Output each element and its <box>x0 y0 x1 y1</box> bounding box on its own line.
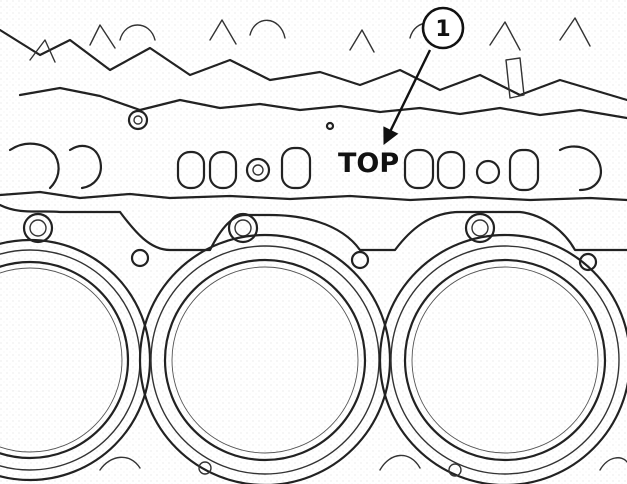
callout-arrow <box>383 49 432 146</box>
callout-bubble: 1 <box>421 6 465 50</box>
gasket-top-marking: TOP <box>338 148 399 179</box>
gasket-bolt-row <box>0 203 627 272</box>
cylinder-bore-right <box>378 233 627 484</box>
valve-port-row <box>0 142 627 202</box>
coolant-passages <box>99 454 627 477</box>
upper-engine-components <box>0 17 627 131</box>
callout-number: 1 <box>435 17 450 42</box>
